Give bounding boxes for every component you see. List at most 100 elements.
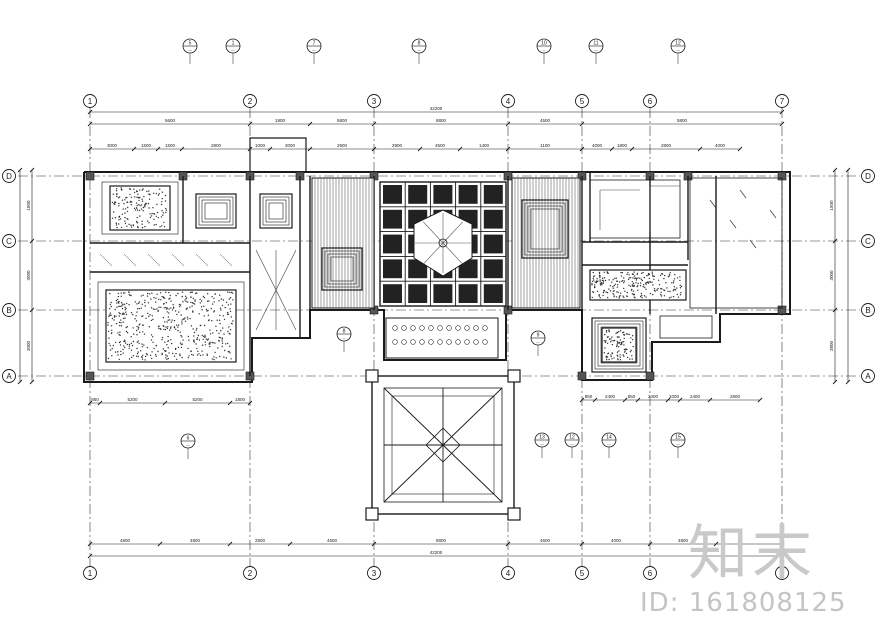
under-left-dim-label: 850: [91, 397, 99, 402]
pantry-dark-ceiling-dot: [627, 278, 630, 281]
master-bedroom-ceiling-dot: [107, 357, 110, 360]
dining-center-panel: [521, 199, 569, 259]
master-bedroom-ceiling-dot: [150, 298, 152, 300]
master-bedroom-ceiling-dot: [115, 315, 117, 317]
study-ceiling-frame-ring: [591, 317, 647, 373]
master-bedroom-ceiling-dot: [187, 357, 189, 359]
master-bedroom-ceiling-dot: [231, 292, 234, 294]
pantry-dark-ceiling-dot: [612, 286, 614, 288]
master-bedroom-ceiling-dot: [140, 350, 142, 352]
master-bedroom-ceiling-dot: [137, 326, 140, 329]
under-right-dim-tick: [677, 397, 683, 403]
master-bedroom-ceiling-dot: [188, 355, 190, 357]
master-bedroom-ceiling-dot: [119, 312, 121, 315]
pantry-dark-ceiling-dot: [680, 285, 683, 288]
watermark-id: ID: 161808125: [640, 588, 847, 618]
bottom-segment-dim-tick: [505, 541, 511, 547]
pantry-dark-ceiling-dot: [667, 290, 669, 292]
master-bedroom-ceiling-dot: [137, 351, 139, 353]
master-bedroom-ceiling-dot: [130, 336, 132, 338]
top-segment-dim-tick: [307, 121, 313, 127]
master-bedroom-ceiling-dot: [200, 306, 203, 308]
coffer-recess: [483, 259, 503, 279]
master-bedroom-ceiling-dot: [173, 355, 176, 357]
pantry-dark-ceiling-dot: [617, 291, 619, 293]
bedroom-ceiling-upper-dot: [133, 191, 136, 194]
bath-fixture-line: [147, 253, 161, 267]
axis-bubble: [775, 94, 789, 108]
master-bedroom-ceiling-dot: [136, 334, 138, 336]
bedroom-ceiling-upper-dot: [141, 200, 144, 202]
master-bedroom-ceiling-dot: [146, 295, 149, 297]
study-ceiling-center-dot: [611, 343, 614, 346]
left-dim-label: 3000: [26, 340, 31, 351]
pantry-dark-ceiling-dot: [619, 294, 621, 297]
pantry-dark-ceiling-dot: [660, 295, 663, 297]
bedroom-ceiling-upper-dot: [128, 223, 130, 225]
study-ceiling-center-dot: [605, 357, 608, 359]
pantry-dark-ceiling-dot: [614, 283, 616, 285]
axis-label: 1: [88, 569, 93, 578]
axis-label: D: [865, 172, 871, 181]
master-bedroom-ceiling-dot: [136, 325, 138, 328]
master-bedroom-ceiling-dot: [186, 307, 188, 309]
pantry-dark-ceiling-dot: [617, 284, 619, 286]
master-bedroom-ceiling-dot: [174, 348, 177, 351]
bedroom-ceiling-upper-dot: [124, 216, 126, 219]
axis-bubble: [643, 566, 657, 580]
study-ceiling-center-dot: [605, 329, 608, 332]
top-sub-dim-tick: [87, 146, 93, 152]
entrance-pavilion-ceiling: [365, 317, 521, 521]
mid-detail-callout: 6—: [180, 433, 196, 459]
pantry-dark-ceiling-border: [589, 269, 687, 301]
bottom-segment-dim-tick: [157, 541, 163, 547]
bottom-segment-dim-label: 4800: [120, 538, 131, 543]
garden-ornament: [428, 339, 434, 345]
master-bedroom-ceiling-dot: [177, 292, 179, 295]
master-bedroom-ceiling-dot: [119, 344, 122, 346]
master-bedroom-ceiling-dot: [179, 354, 181, 357]
pantry-dark-ceiling-dot: [603, 277, 606, 279]
study-ceiling-frame-ring: [594, 320, 644, 370]
study-ceiling-center-dot: [624, 348, 627, 350]
top-detail-callout-number: 10: [541, 41, 547, 47]
master-bedroom-ceiling-dot: [166, 321, 168, 323]
pantry-dark-ceiling-dot: [676, 287, 678, 289]
garden-ornament: [455, 339, 461, 345]
top-sub-dim-label: 2800: [661, 143, 672, 148]
garden-room-border: [385, 317, 499, 359]
pantry-dark-ceiling-dot: [598, 294, 600, 296]
octagon-ray: [422, 242, 444, 265]
master-bedroom-ceiling-dot: [208, 300, 210, 302]
master-bedroom-ceiling-dot: [200, 324, 202, 327]
master-bedroom-ceiling-dot: [147, 312, 149, 315]
garden-ornament: [392, 325, 398, 331]
master-bedroom-ceiling-dot: [218, 319, 221, 321]
bedroom-ceiling-upper-dot: [153, 212, 155, 215]
living-room-center-panel-ring: [330, 256, 354, 282]
study-ceiling-center-dot: [610, 338, 612, 340]
master-bedroom-ceiling-dot: [141, 358, 144, 360]
under-right-dim-label: 1000: [669, 394, 680, 399]
top-sub-dim-tick: [609, 146, 615, 152]
top-total-dim-tick: [779, 109, 785, 115]
master-bedroom-ceiling-dot: [173, 326, 176, 328]
top-sub-dim-tick: [697, 146, 703, 152]
bedroom-ceiling-upper-dot: [156, 211, 159, 214]
bedroom-ceiling-upper-dot: [113, 202, 115, 205]
pantry-dark-ceiling-dot: [647, 282, 650, 284]
axis-label: 5: [580, 569, 585, 578]
bedroom-ceiling-upper-dot: [124, 222, 127, 225]
master-bedroom-ceiling-dot: [229, 310, 232, 313]
top-sub-dim-tick: [737, 146, 743, 152]
mid-detail-callout-sheet: —: [342, 336, 346, 340]
pantry-dark-ceiling-dot: [591, 296, 593, 299]
master-bedroom-ceiling-dot: [134, 318, 136, 320]
master-bedroom-ceiling-dot: [210, 307, 212, 310]
garden-ornament: [428, 325, 434, 331]
bedroom-ceiling-upper-dot: [146, 190, 148, 193]
pantry-dark-ceiling-dot: [674, 274, 676, 276]
master-bedroom-ceiling-dot: [141, 346, 144, 348]
mid-detail-callout-number: 8: [343, 329, 346, 335]
pantry-dark-ceiling-dot: [598, 295, 600, 297]
